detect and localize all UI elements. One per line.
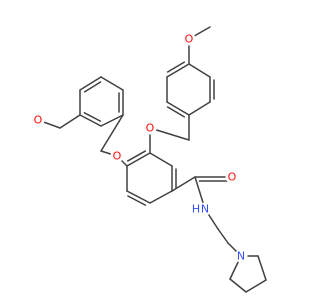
atom-label-o-ether-upper: O bbox=[146, 122, 155, 135]
ring-bond bbox=[79, 114, 102, 127]
atom-label-o-carbonyl: O bbox=[228, 171, 237, 184]
ring-bond bbox=[126, 190, 151, 204]
amide-bond bbox=[171, 176, 196, 192]
ring-bond bbox=[100, 76, 124, 91]
atom-o-ether-upper: O bbox=[143, 121, 157, 135]
ring-bond bbox=[166, 63, 190, 78]
molecule-structure: O O O O O N H N bbox=[31, 26, 267, 293]
ring-bond bbox=[188, 63, 211, 78]
ring-bond-double bbox=[83, 112, 102, 122]
ring-bond bbox=[126, 152, 151, 167]
ring-bond-double bbox=[166, 106, 186, 118]
ring-bond bbox=[100, 114, 124, 127]
ethyl-bond bbox=[217, 228, 229, 244]
ring-bond-double bbox=[83, 81, 102, 93]
atom-label-o-ether-lower: O bbox=[113, 150, 122, 163]
atom-label-h-amide: H bbox=[192, 203, 200, 216]
ring-bond bbox=[79, 76, 102, 91]
ring-bond bbox=[257, 255, 267, 281]
ether-bond bbox=[59, 114, 81, 129]
ring-bond bbox=[245, 279, 267, 293]
ring-bond bbox=[166, 101, 190, 116]
atom-n-amide: N H bbox=[192, 202, 212, 216]
atom-label-layer: O O O O O N H N bbox=[31, 32, 248, 263]
atom-n-pyrrolidine: N bbox=[234, 249, 248, 263]
ring-bond-double bbox=[127, 150, 147, 162]
ether-bond bbox=[149, 127, 190, 141]
ring-bond bbox=[229, 278, 247, 293]
atom-o-methoxy-left: O bbox=[31, 113, 45, 127]
atom-o-ether-lower: O bbox=[110, 149, 124, 163]
atom-o-carbonyl: O bbox=[225, 170, 239, 184]
atom-o-methoxy-top: O bbox=[182, 32, 196, 46]
atom-label-n-amide: N bbox=[201, 203, 209, 216]
atom-label-o-methoxy-top: O bbox=[185, 33, 194, 46]
bond-layer bbox=[37, 26, 267, 293]
atom-label-o-methoxy-left: O bbox=[34, 114, 43, 127]
ring-bond-double bbox=[166, 61, 186, 73]
ring-bond bbox=[149, 152, 173, 167]
ring-bond bbox=[149, 190, 173, 204]
ring-bond-double bbox=[127, 195, 147, 206]
benzyl-bond bbox=[100, 114, 124, 152]
atom-label-n-pyrrolidine: N bbox=[237, 250, 245, 263]
ring-bond bbox=[188, 101, 211, 116]
